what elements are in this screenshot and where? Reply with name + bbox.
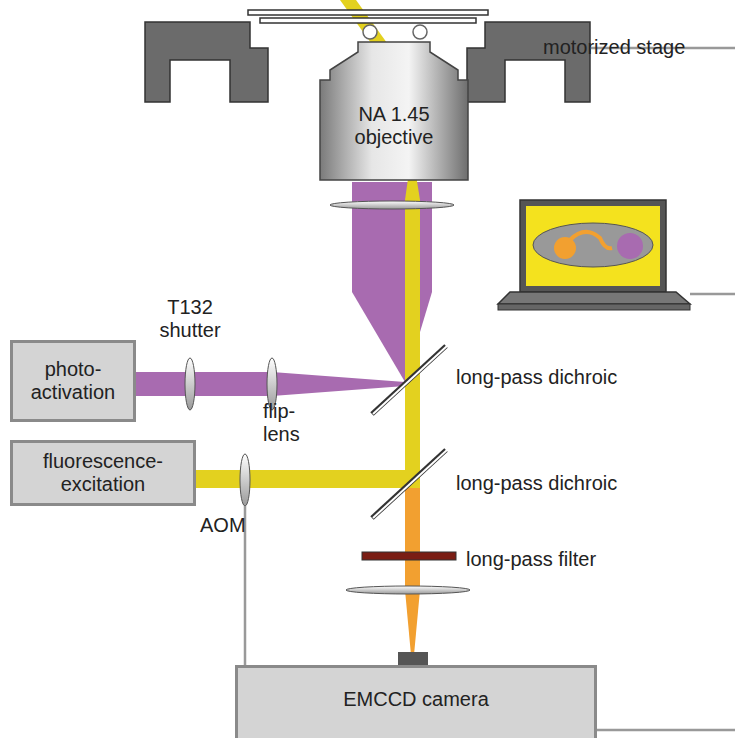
- dichroic: [373, 450, 447, 518]
- camera-box: EMCCD camera: [235, 665, 597, 738]
- tube-lens: [330, 201, 454, 209]
- dichroic: [373, 346, 447, 414]
- part-label: motorized stage: [543, 36, 733, 59]
- objective-outline: [320, 42, 468, 180]
- stage-block: [467, 22, 590, 102]
- node-text: fluorescence- excitation: [23, 450, 183, 496]
- wire: [690, 293, 735, 296]
- long-pass-filter: [362, 552, 456, 560]
- wire: [596, 729, 735, 732]
- cell-image: [617, 233, 643, 259]
- part-label: T132 shutter: [150, 296, 230, 342]
- dichroic: [372, 450, 446, 518]
- laptop-screen: [520, 200, 666, 292]
- excitation-beam: [195, 470, 420, 488]
- cell-image: [570, 232, 612, 248]
- laser-box: fluorescence- excitation: [10, 440, 196, 506]
- camera-sensor: [398, 652, 428, 665]
- laptop-display: [526, 206, 660, 286]
- node-text: photo- activation: [18, 358, 128, 404]
- emission-beam: [405, 590, 420, 655]
- node-text: EMCCD camera: [343, 688, 489, 711]
- objective-lens: NA 1.45 objective: [318, 40, 470, 182]
- coverslip: [248, 10, 488, 15]
- yellow-beam: [405, 200, 420, 470]
- node-text: NA 1.45 objective: [339, 103, 449, 149]
- part-label: AOM: [200, 514, 260, 537]
- cell-image: [533, 223, 653, 267]
- part-label: flip- lens: [263, 400, 311, 446]
- stage-block: [145, 22, 268, 102]
- laser-box: photo- activation: [10, 340, 136, 422]
- part-label: long-pass dichroic: [456, 366, 656, 389]
- laptop-base: [498, 292, 690, 304]
- dichroic: [372, 346, 446, 414]
- part-label: long-pass dichroic: [456, 472, 656, 495]
- slide: [260, 18, 476, 23]
- immersion-oil: [363, 25, 377, 39]
- immersion-oil: [413, 25, 427, 39]
- cell-image: [554, 237, 576, 259]
- shutter: [185, 358, 195, 410]
- laptop-base: [498, 304, 690, 310]
- aom: [240, 454, 250, 506]
- camera-lens: [346, 586, 470, 594]
- part-label: long-pass filter: [466, 548, 646, 571]
